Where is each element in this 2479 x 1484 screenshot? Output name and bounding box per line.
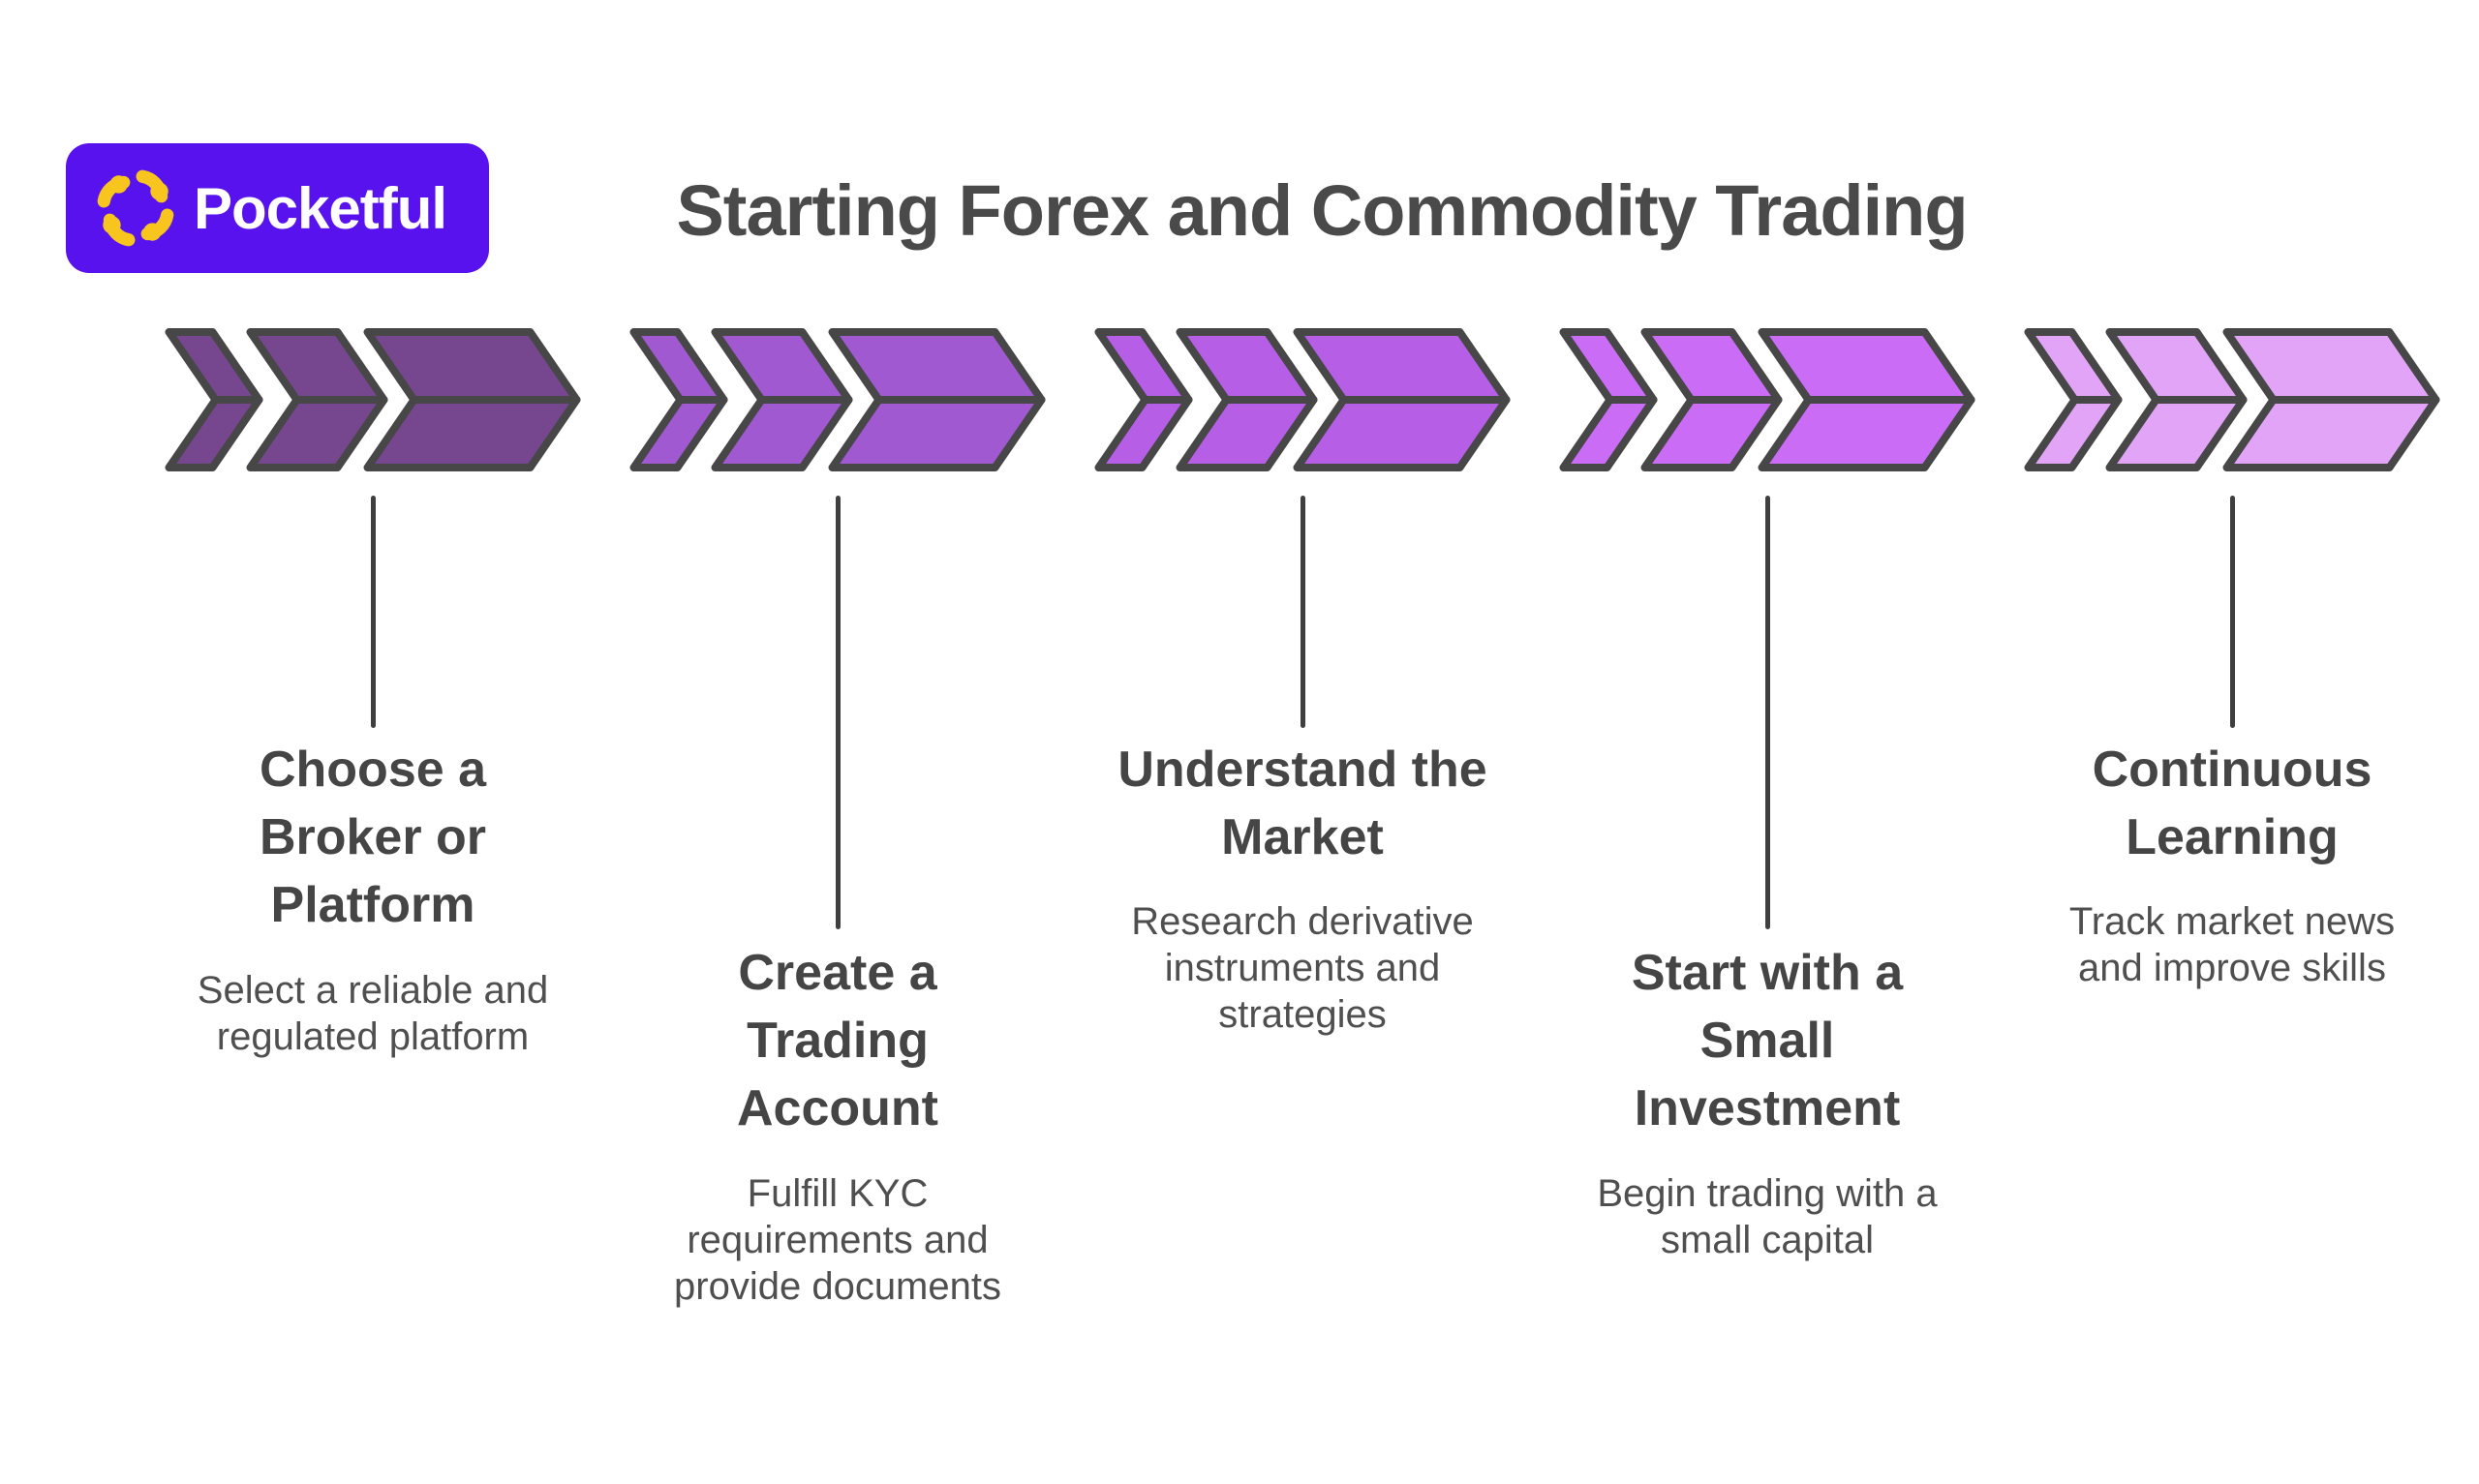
connector-line (1764, 496, 1770, 929)
connector-line (1300, 496, 1305, 728)
step-description: Track market news and improve skills (2068, 900, 2396, 990)
step-description: Fulfill KYC requirements and provide doc… (674, 1171, 1001, 1308)
brand-name: Pocketful (194, 175, 447, 241)
page-title: Starting Forex and Commodity Trading (676, 170, 1968, 251)
step-title: Create a Trading Account (737, 945, 938, 1137)
chevron-arrows-step-2 (629, 327, 1047, 472)
step-title: Continuous Learning (2092, 742, 2372, 866)
step-column-3: Understand the Market Research derivativ… (1070, 0, 1535, 1484)
step-title: Start with a Small Investment (1631, 945, 1904, 1137)
step-description: Select a reliable and regulated platform (197, 968, 549, 1058)
step-column-1: Choose a Broker or Platform Select a rel… (140, 0, 605, 1484)
pocketful-logo: Pocketful (66, 143, 489, 273)
connector-line (835, 496, 841, 929)
step-description: Research derivative instruments and stra… (1131, 900, 1474, 1037)
connector-line (370, 496, 376, 728)
step-description: Begin trading with a small capital (1597, 1171, 1938, 1261)
step-title: Choose a Broker or Platform (259, 742, 487, 934)
step-column-2: Create a Trading Account Fulfill KYC req… (605, 0, 1070, 1484)
connector-line (2229, 496, 2235, 728)
chevron-arrows-step-1 (165, 327, 582, 472)
chevron-arrows-step-5 (2024, 327, 2441, 472)
step-column-5: Continuous Learning Track market news an… (2000, 0, 2464, 1484)
chevron-arrows-step-4 (1559, 327, 1976, 472)
step-column-4: Start with a Small Investment Begin trad… (1535, 0, 2000, 1484)
step-title: Understand the Market (1117, 742, 1487, 866)
chevron-arrows-step-3 (1094, 327, 1512, 472)
flower-burst-icon (97, 169, 174, 247)
